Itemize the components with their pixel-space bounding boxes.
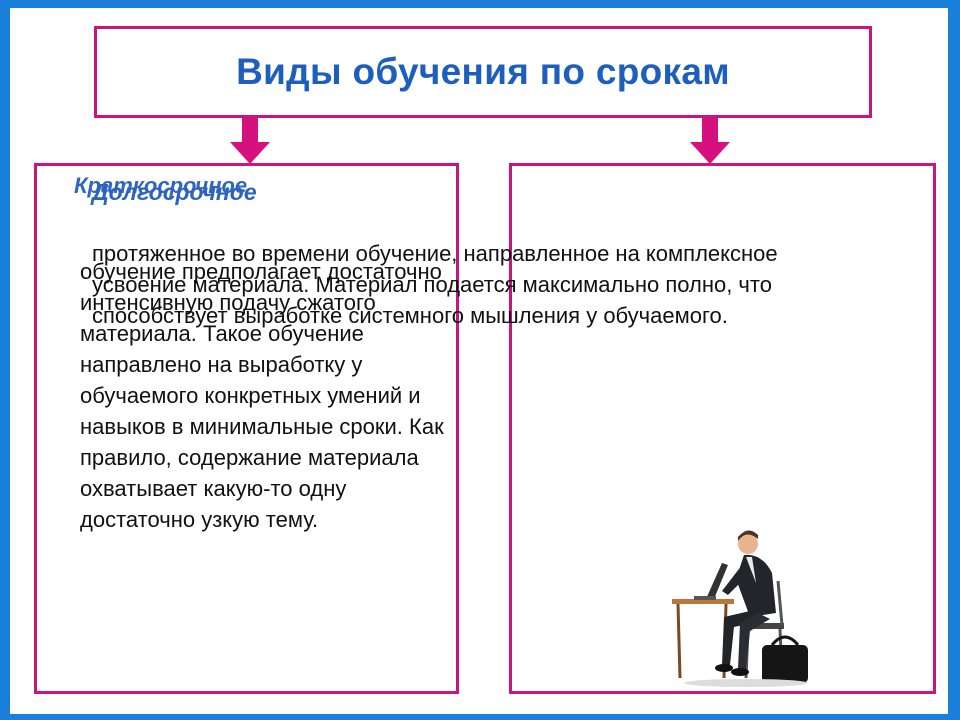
right-panel-heading: Долгосрочное	[92, 179, 257, 205]
right-panel	[509, 163, 936, 694]
left-panel	[34, 163, 459, 694]
slide: Виды обучения по срокам Краткосрочное До…	[10, 8, 948, 714]
man-with-laptop-icon	[672, 530, 808, 687]
right-panel-text: протяженное во времени обучение, направл…	[92, 241, 778, 328]
down-arrow-icon	[230, 118, 270, 164]
down-arrow-icon	[690, 118, 730, 164]
left-panel-text: обучение предполагает достаточно интенси…	[80, 259, 444, 532]
page-title: Виды обучения по срокам	[236, 51, 730, 92]
left-panel-heading: Краткосрочное	[74, 173, 248, 198]
title-box: Виды обучения по срокам	[94, 26, 872, 118]
